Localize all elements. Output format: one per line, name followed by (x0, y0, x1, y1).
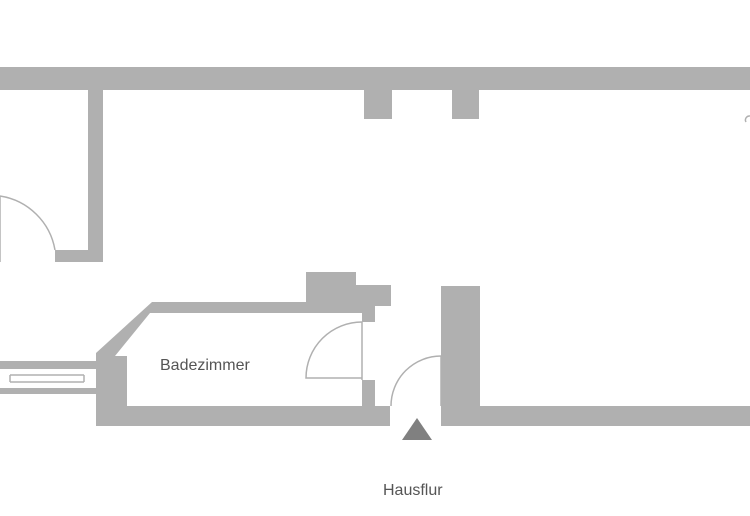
bathroom-door (305, 321, 363, 380)
pillar-right (452, 90, 479, 119)
entrance-icon (402, 418, 432, 440)
right-edge-mark (744, 115, 750, 123)
entrance-door (390, 355, 442, 407)
left-door (0, 195, 56, 262)
hallway-label: Hausflur (383, 482, 443, 499)
pillar-left (364, 90, 392, 119)
left-room-wall-stub (55, 250, 103, 262)
bathroom-label: Badezimmer (160, 357, 250, 374)
corridor-wall-inner (459, 300, 480, 406)
bathroom-wall (96, 272, 391, 426)
bottom-wall-right (441, 406, 750, 426)
top-wall (0, 67, 750, 90)
corridor-wall-vertical (441, 286, 459, 406)
window (0, 361, 96, 394)
left-room-wall (88, 90, 103, 262)
